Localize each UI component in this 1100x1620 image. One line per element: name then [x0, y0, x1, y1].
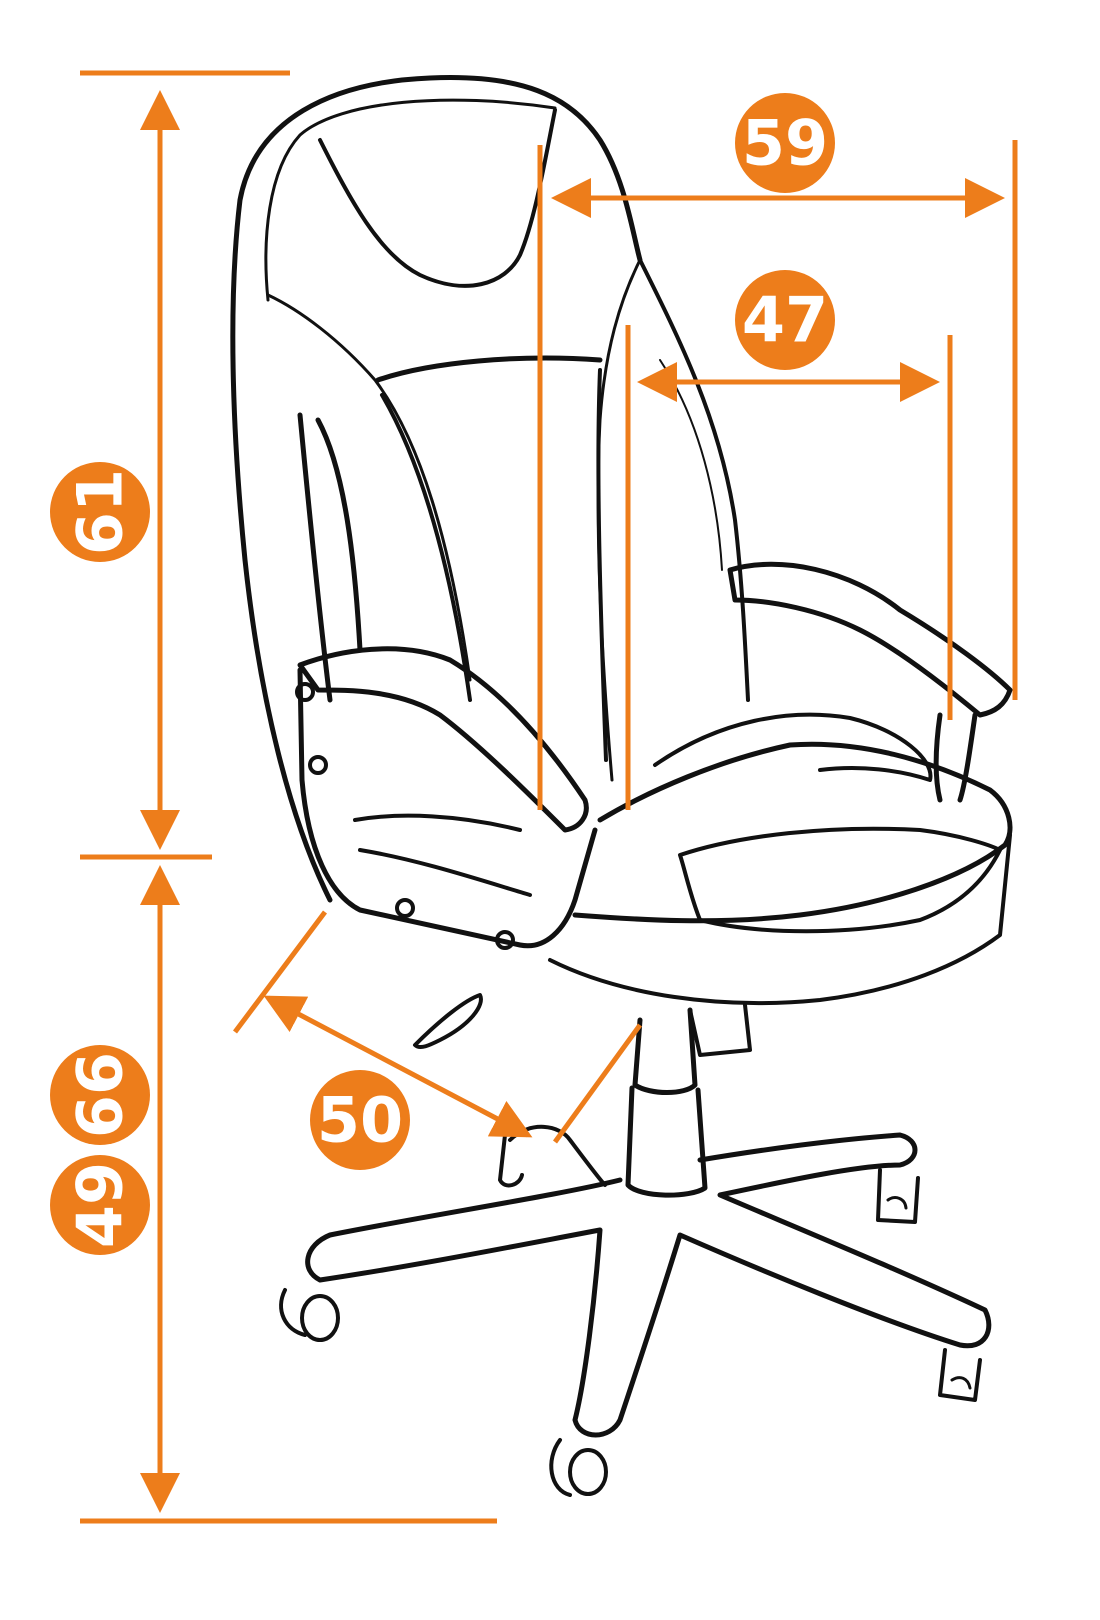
seat-depth-arrow: [263, 995, 533, 1138]
seat-mechanism: [688, 1003, 752, 1057]
badge-seat-width: 47: [735, 270, 835, 370]
seat-front-left: [353, 813, 532, 897]
gas-lift-upper: [632, 1007, 698, 1095]
caster-front-right: [938, 1348, 982, 1402]
star-base: [305, 1132, 992, 1438]
seat-underside: [548, 833, 1012, 1005]
right-armrest-support: [933, 712, 978, 803]
left-armrest-support: [297, 667, 598, 949]
left-armrest-bolt-4: [495, 930, 515, 950]
badge-overall-width: 59: [735, 93, 835, 193]
badge-seat-height-min: 49: [50, 1155, 150, 1255]
left-armrest-bolt-1: [295, 682, 315, 702]
right-armrest: [727, 561, 1013, 718]
caster-front-center: [549, 1438, 608, 1497]
overall-width-value: 59: [742, 107, 828, 180]
headrest-cutout: [318, 108, 557, 288]
backrest-center-panel: [380, 368, 608, 762]
badge-seat-depth: 50: [310, 1070, 410, 1170]
backrest-outline: [230, 75, 643, 903]
backrest-right-panel: [638, 258, 750, 702]
seat-width-value: 47: [742, 284, 828, 357]
tilt-lever: [413, 993, 483, 1050]
seat-height-min-value: 49: [64, 1162, 137, 1248]
seat-cushion-inset: [653, 712, 933, 782]
caster-front-left: [279, 1288, 340, 1342]
backrest-right-panel-inner: [659, 359, 723, 571]
seat-depth-value: 50: [317, 1084, 403, 1157]
seat-depth-extension-right: [552, 1023, 643, 1144]
left-armrest-bolt-3: [395, 898, 415, 918]
caster-back-left: [498, 1133, 524, 1188]
back-height-value: 61: [64, 469, 137, 555]
caster-back-right: [876, 1168, 920, 1224]
seat-cushion: [572, 741, 1013, 924]
badge-seat-height-max: 66: [50, 1045, 150, 1145]
backrest-side-seam-left: [266, 293, 472, 682]
office-chair-icon: [230, 75, 1013, 1497]
backrest-inner-rim: [264, 98, 557, 302]
left-armrest-bolt-2: [308, 755, 328, 775]
seat-front-panel: [678, 826, 1002, 934]
backrest-lumbar-band: [375, 355, 603, 383]
gas-lift-lower: [625, 1085, 708, 1198]
seat-depth-extension-left: [233, 910, 327, 1034]
dimension-annotations: [80, 70, 1018, 1524]
backrest-left-bolster: [297, 412, 363, 703]
left-armrest: [297, 646, 589, 833]
seat-height-max-value: 66: [64, 1052, 137, 1138]
badge-back-height: 61: [50, 462, 150, 562]
